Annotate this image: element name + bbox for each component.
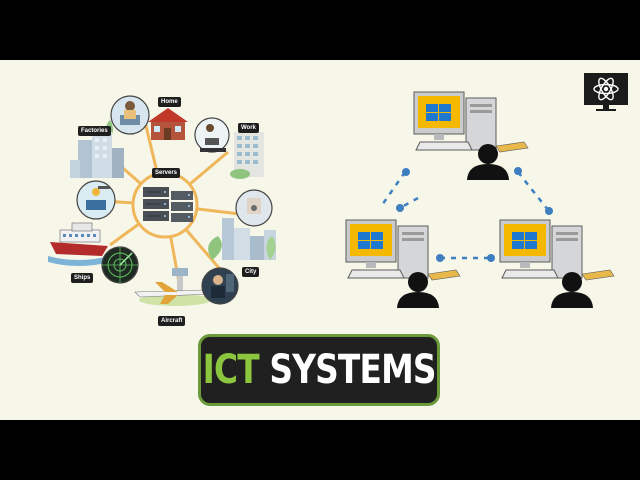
atom-logo-icon xyxy=(582,72,630,112)
node-label-city: City xyxy=(242,267,260,277)
desktop-computer-icon xyxy=(499,219,615,281)
title-systems: SYSTEMS xyxy=(269,347,436,393)
user-silhouette-icon xyxy=(397,272,439,308)
desktop-computer-icon xyxy=(413,91,529,153)
server-rack-icon xyxy=(143,187,193,222)
title-ict: ICT xyxy=(202,347,259,393)
radar-icon xyxy=(101,246,139,284)
node-label-ships: Ships xyxy=(71,273,94,283)
aircraft-node xyxy=(134,267,239,306)
user-silhouette-icon xyxy=(551,272,593,308)
node-label-home: Home xyxy=(158,97,181,107)
network-diagram xyxy=(345,91,615,308)
node-label-aircraft: Aircraft xyxy=(158,316,186,326)
city-node xyxy=(208,189,276,260)
node-label-factories: Factories xyxy=(78,126,111,136)
node-label-servers: Servers xyxy=(152,168,181,178)
page-title: ICT SYSTEMS xyxy=(202,347,436,393)
illustration xyxy=(48,91,615,308)
user-silhouette-icon xyxy=(467,144,509,180)
work-node xyxy=(194,117,264,179)
title-banner: ICT SYSTEMS xyxy=(198,334,440,406)
factories-node xyxy=(70,132,124,220)
desktop-computer-icon xyxy=(345,219,461,281)
node-label-work: Work xyxy=(238,123,259,133)
slide: Home Work Factories Servers City Ships A… xyxy=(0,60,640,420)
hub-diagram xyxy=(48,95,276,306)
ships-node xyxy=(48,222,110,266)
home-node xyxy=(106,95,188,140)
